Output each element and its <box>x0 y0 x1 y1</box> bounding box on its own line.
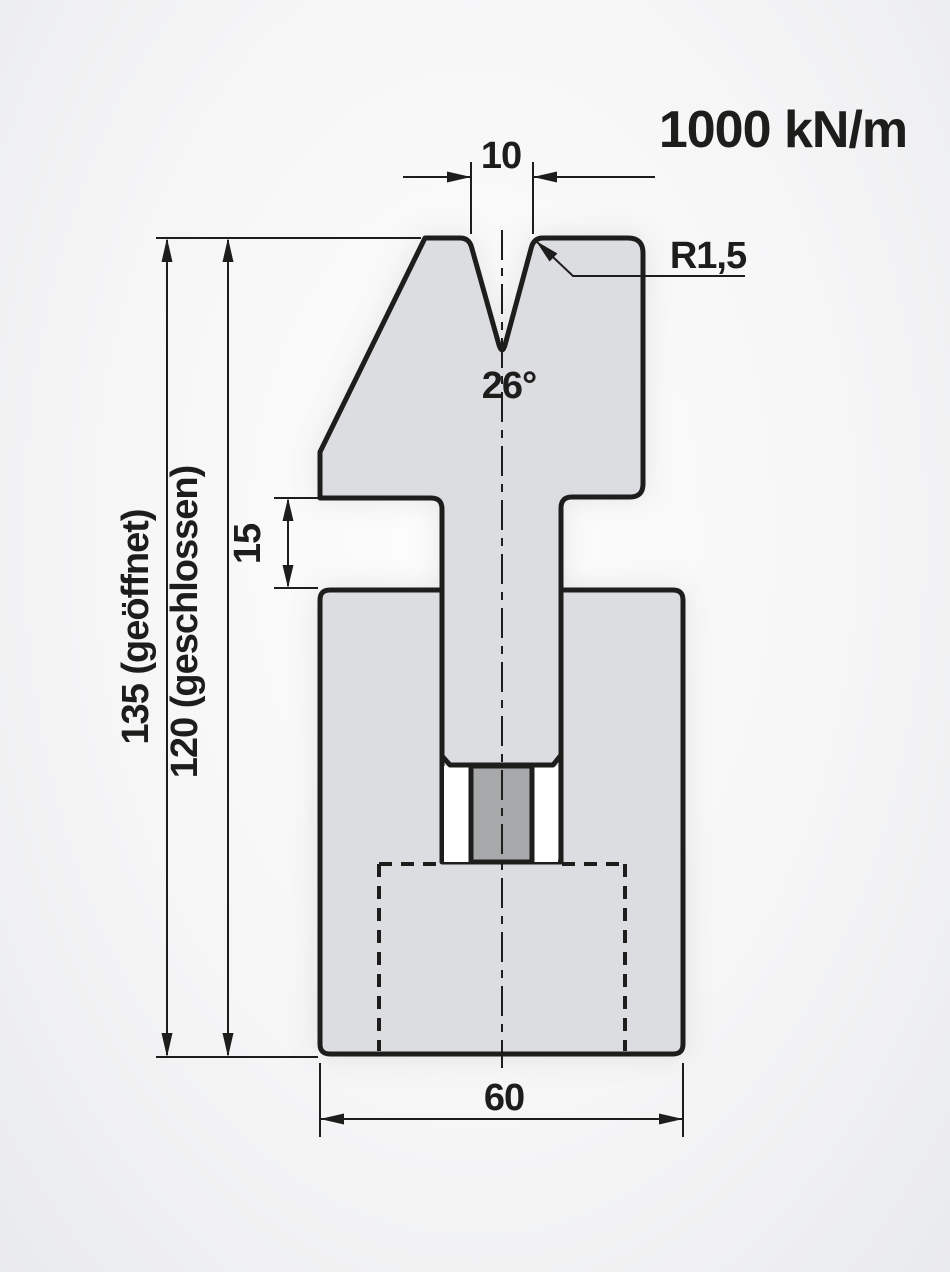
arrow-135-top <box>161 238 173 262</box>
hidden-pocket-outline <box>377 862 627 1051</box>
arrow-60-left <box>320 1113 344 1125</box>
height-open-label: 135 (geöffnet) <box>115 509 157 744</box>
arrow-radius <box>536 241 558 262</box>
arrow-vee-right <box>533 171 557 183</box>
width-dim-lines <box>319 1063 684 1137</box>
vee-angle-label: 26° <box>482 365 536 407</box>
vee-width-label: 10 <box>481 135 521 177</box>
dimension-arrowheads <box>161 171 683 1125</box>
stroke-dim-lines <box>274 497 318 589</box>
die-holder-body <box>317 587 686 1057</box>
body-width-label: 60 <box>484 1077 524 1119</box>
dimension-lines <box>156 162 745 1137</box>
press-rating-label: 1000 kN/m <box>659 101 907 159</box>
vee-width-dim-lines <box>403 162 655 234</box>
arrow-vee-left <box>447 171 471 183</box>
die-upper-section <box>317 235 646 768</box>
dimension-labels: 1000 kN/m 10 R1,5 26° 135 (geöffnet) 120… <box>115 101 908 1119</box>
height-dim-lines <box>156 237 421 1058</box>
arrow-120-bottom <box>222 1033 234 1057</box>
lip-radius-label: R1,5 <box>670 235 747 277</box>
arrow-60-right <box>659 1113 683 1125</box>
arrow-15-bottom <box>282 565 294 588</box>
arrow-135-bottom <box>161 1033 173 1057</box>
height-closed-label: 120 (geschlossen) <box>164 466 206 778</box>
arrow-15-top <box>282 498 294 521</box>
die-parts <box>317 235 686 1057</box>
arrow-120-top <box>222 238 234 262</box>
stroke-travel-label: 15 <box>227 523 269 564</box>
